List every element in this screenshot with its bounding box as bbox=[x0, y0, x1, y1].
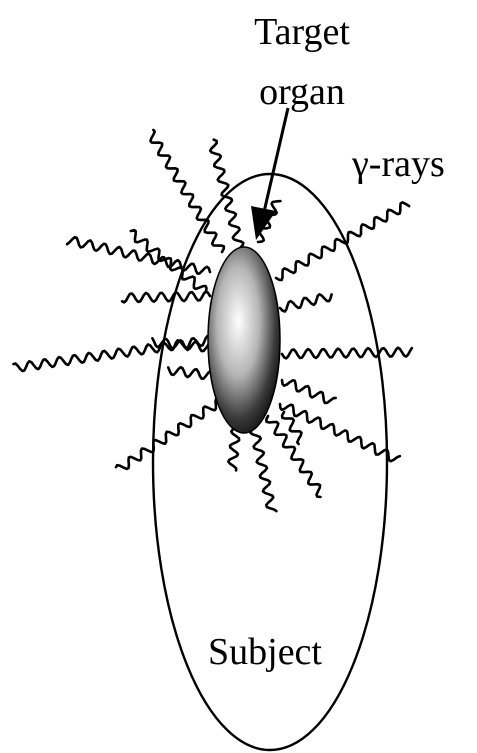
gamma-ray-wave bbox=[168, 367, 214, 378]
gamma-ray-wave bbox=[228, 428, 239, 470]
target-organ bbox=[208, 247, 280, 433]
gamma-rays-label: γ-rays bbox=[351, 143, 445, 185]
gamma-ray-wave bbox=[122, 292, 210, 303]
target-label-line2: organ bbox=[259, 71, 345, 113]
gamma-ray-wave bbox=[251, 428, 277, 511]
gamma-ray-wave bbox=[280, 404, 400, 461]
gamma-ray-wave bbox=[266, 416, 320, 497]
gamma-ray-wave bbox=[276, 202, 409, 280]
target-label-line1: Target bbox=[254, 11, 350, 53]
gamma-ray-wave bbox=[282, 380, 336, 403]
gamma-ray-wave bbox=[282, 348, 412, 359]
gamma-ray-wave bbox=[116, 398, 222, 469]
gamma-ray-wave bbox=[280, 294, 332, 311]
subject-label: Subject bbox=[208, 631, 322, 673]
